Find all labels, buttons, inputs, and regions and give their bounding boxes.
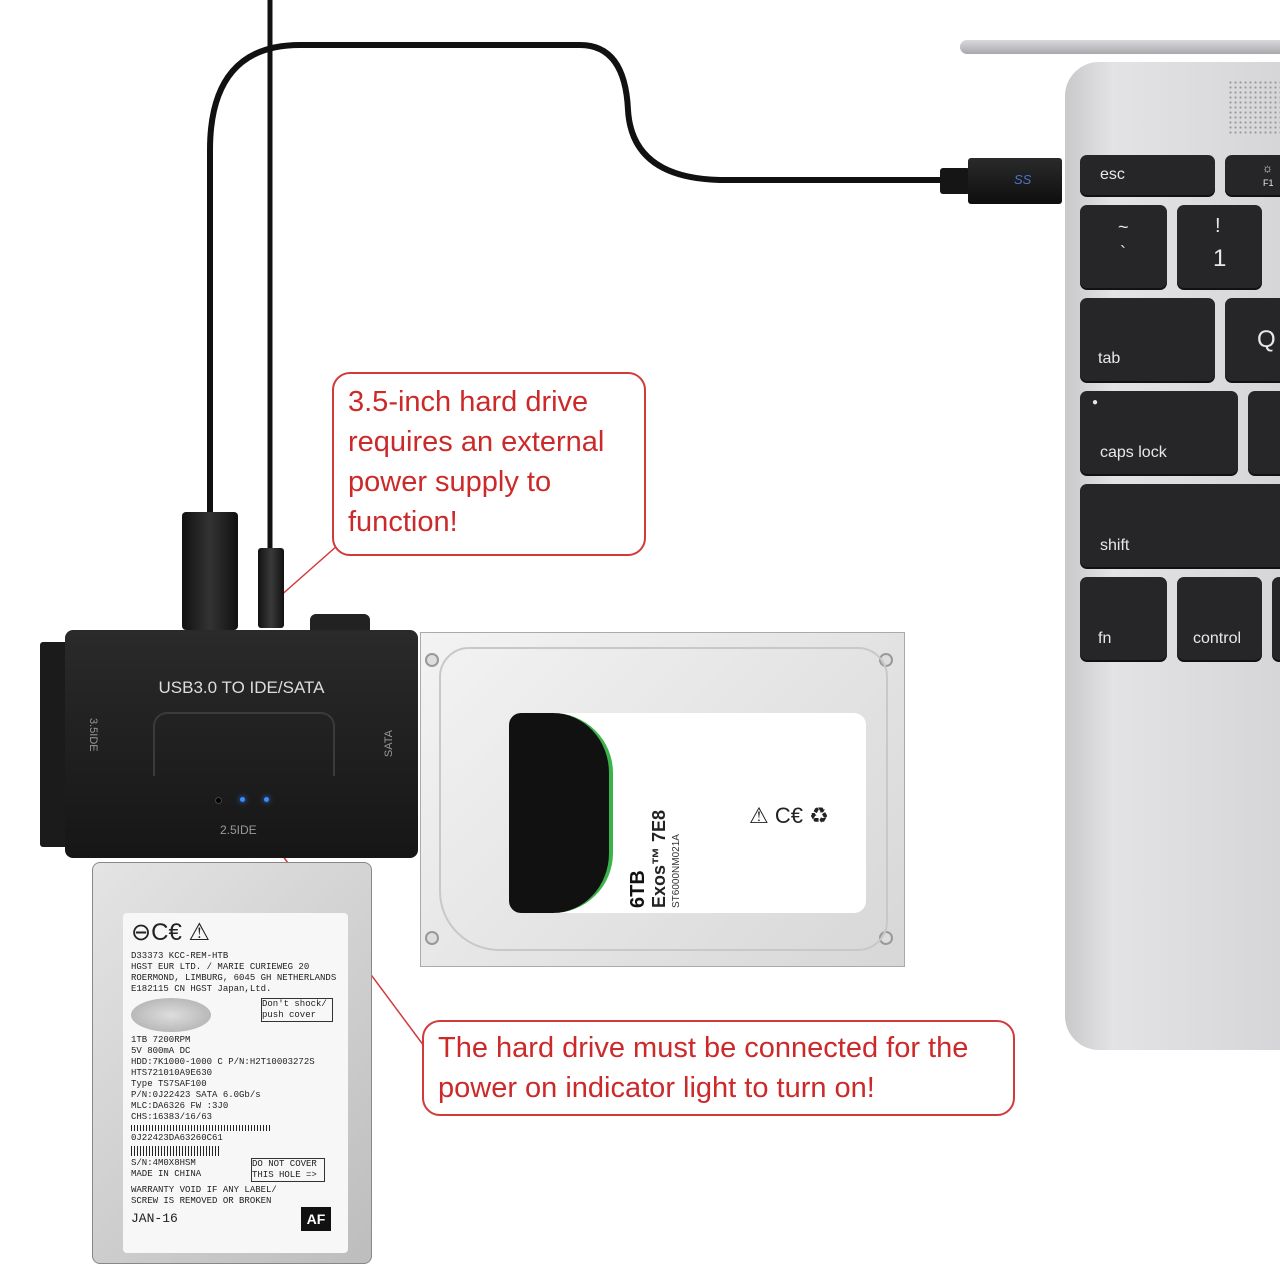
usb-ide-sata-adapter: USB3.0 TO IDE/SATA 3.5IDE SATA 2.5IDE: [65, 630, 418, 858]
label-line: E182115 CN HGST Japan,Ltd.: [131, 984, 272, 994]
barcode: [131, 1125, 271, 1131]
drive-slot: [153, 712, 335, 776]
ide-connector: [40, 642, 68, 847]
label-line: HGST EUR LTD. / MARIE CURIEWEG 20: [131, 962, 310, 972]
usb-a-plug-laptop: SS: [968, 158, 1062, 204]
key-f1: ☼ F1: [1225, 155, 1280, 195]
label-line: HDD:7K1000-1000 C P/N:H2T10003272S: [131, 1057, 315, 1067]
key-label: esc: [1100, 166, 1125, 183]
power-switch: [310, 614, 370, 634]
callout-external-power: 3.5-inch hard drive requires an external…: [332, 372, 646, 556]
key-label: tab: [1098, 350, 1121, 367]
key-label: 1: [1213, 245, 1227, 272]
label-line: Type TS7SAF100: [131, 1079, 207, 1089]
barcode: [131, 1146, 221, 1156]
key-label: ~: [1118, 217, 1129, 237]
hdd-2-5-inch: ⊖C€ ⚠ D33373 KCC-REM-HTB HGST EUR LTD. /…: [92, 862, 372, 1264]
certification-marks: ⚠ C€ ♻: [749, 803, 829, 828]
hdd-3-5-inch: 6TB Exos™ 7E8 ST6000NM021A ⚠ C€ ♻: [420, 632, 905, 967]
usb-ss-logo: SS: [1014, 172, 1032, 187]
hdd-model: Exos™ 7E8: [649, 809, 669, 908]
key-label: control: [1193, 630, 1242, 647]
key-q: Q: [1225, 298, 1280, 381]
usb-cable: [207, 42, 960, 515]
key-tab: tab: [1080, 298, 1215, 381]
caps-indicator-icon: ●: [1092, 397, 1099, 408]
warning-box: Don't shock/ push cover: [261, 998, 333, 1022]
key-fn: fn: [1080, 577, 1167, 660]
label-text-block: D33373 KCC-REM-HTB HGST EUR LTD. / MARIE…: [131, 951, 343, 1231]
label-line: 1TB 7200RPM: [131, 1035, 191, 1045]
spindle-cap: [131, 998, 211, 1032]
screw: [425, 931, 439, 945]
label-line: HTS721010A9E630: [131, 1068, 213, 1078]
hdd-cover-outline: [439, 647, 888, 951]
adapter-title: USB3.0 TO IDE/SATA: [158, 678, 325, 697]
speaker-grille: [1228, 80, 1280, 135]
callout-indicator-light: The hard drive must be connected for the…: [422, 1020, 1015, 1116]
key-option: [1272, 577, 1280, 660]
port-label-2-5ide: 2.5IDE: [220, 823, 257, 837]
hdd-capacity: 6TB: [627, 870, 649, 908]
key-label: fn: [1098, 630, 1112, 647]
indicator-led: [240, 797, 245, 802]
key-label: Q: [1257, 326, 1276, 353]
label-line: P/N:0J22423 SATA 6.0Gb/s: [131, 1090, 261, 1100]
key-1: !1: [1177, 205, 1262, 288]
key-label: shift: [1100, 537, 1130, 554]
usb-strain-relief: [940, 168, 970, 194]
af-badge: AF: [301, 1207, 331, 1231]
label-line: CHS:16383/16/63: [131, 1112, 213, 1122]
label-line: ROERMOND, LIMBURG, 6045 GH NETHERLANDS: [131, 973, 337, 983]
key-caps-lock: ● caps lock: [1080, 391, 1238, 474]
port-label-sata: SATA: [383, 730, 395, 758]
label-line: 0J22423DA63260C61: [131, 1133, 223, 1143]
callout-pointer-power: [277, 544, 339, 599]
label-line: D33373 KCC-REM-HTB: [131, 951, 229, 961]
key-esc: esc: [1080, 155, 1215, 195]
screw: [425, 653, 439, 667]
key-label: F1: [1263, 178, 1274, 188]
key-label: !: [1215, 215, 1221, 237]
label-line: MADE IN CHINA: [131, 1169, 202, 1179]
dc-power-plug: [258, 548, 284, 628]
certification-marks: ⊖C€ ⚠: [131, 919, 210, 946]
label-dark-panel: [509, 713, 613, 913]
key-a: [1248, 391, 1280, 474]
key-label: `: [1120, 243, 1126, 263]
key-tilde: ~`: [1080, 205, 1167, 288]
indicator-led: [264, 797, 269, 802]
power-led: [215, 797, 222, 804]
brightness-icon: ☼: [1262, 161, 1273, 175]
label-line: JAN-16: [131, 1211, 178, 1226]
key-label: caps lock: [1100, 444, 1167, 461]
port-label-3-5ide: 3.5IDE: [87, 718, 99, 752]
laptop-lid: [960, 40, 1280, 54]
label-line: S/N:4M0X8HSM: [131, 1158, 196, 1168]
warning-box: DO NOT COVER THIS HOLE =>: [251, 1158, 325, 1182]
hdd-label: 6TB Exos™ 7E8 ST6000NM021A ⚠ C€ ♻: [509, 713, 866, 913]
key-shift: shift: [1080, 484, 1280, 567]
hdd-part-number: ST6000NM021A: [671, 834, 682, 908]
label-line: MLC:DA6326 FW :3J0: [131, 1101, 229, 1111]
usb-plug-adapter: [182, 512, 238, 630]
key-control: control: [1177, 577, 1262, 660]
label-line: SCREW IS REMOVED OR BROKEN: [131, 1196, 272, 1206]
label-line: 5V 800mA DC: [131, 1046, 191, 1056]
label-line: WARRANTY VOID IF ANY LABEL/: [131, 1185, 277, 1195]
hdd-label: ⊖C€ ⚠ D33373 KCC-REM-HTB HGST EUR LTD. /…: [123, 913, 348, 1253]
